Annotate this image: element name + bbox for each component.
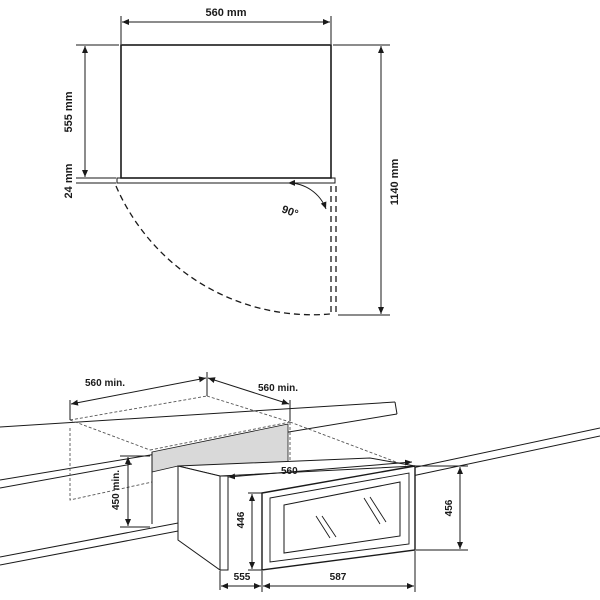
front-panel-inner	[269, 472, 410, 563]
niche-height-label: 450 min.	[111, 470, 122, 510]
niche-right-depth	[289, 421, 413, 469]
front-height-label: 456	[444, 499, 455, 516]
body-width-label: 560	[281, 466, 298, 477]
niche-depth-dim-line	[207, 377, 290, 405]
niche-top-back	[69, 395, 208, 421]
front-glass	[283, 481, 401, 554]
niche-outline-back	[69, 428, 153, 501]
niche-front-top	[149, 421, 291, 451]
appliance-body-top	[120, 44, 332, 179]
niche-depth-label: 560 min.	[258, 383, 298, 394]
glass-reflection-2	[321, 515, 337, 538]
body-height-label: 446	[236, 511, 247, 528]
glass-reflection-4	[369, 496, 387, 523]
worktop-right-edge	[394, 401, 398, 415]
appliance-side-face	[177, 465, 221, 571]
total-label: 1140 mm	[389, 159, 401, 206]
body-depth-label: 555	[234, 572, 251, 583]
niche-top-right	[206, 395, 291, 423]
body-width-dim-line	[227, 459, 413, 480]
front-width-label: 587	[330, 572, 347, 583]
top-view: 90° 560 mm 555 mm 24 mm 1140 mm	[63, 7, 401, 316]
door-strip-top	[116, 177, 336, 184]
worktop-front-edge-2	[0, 463, 133, 489]
glass-reflection-1	[315, 515, 331, 539]
niche-top-left	[69, 419, 151, 451]
glass-reflection-3	[363, 497, 381, 525]
counter-right-bottom	[411, 435, 600, 477]
angle-arc	[287, 179, 327, 210]
door-swing-arc	[115, 185, 331, 316]
niche-width-dim-line	[70, 376, 207, 406]
depth-label: 555 mm	[63, 91, 75, 132]
front-label: 24 mm	[63, 163, 75, 198]
appliance-left-edge	[219, 475, 229, 571]
install-view: 560 min. 560 min. 450 min. 560 446	[0, 372, 600, 592]
niche-width-label: 560 min.	[85, 378, 125, 389]
angle-label: 90°	[280, 204, 300, 221]
width-label: 560 mm	[206, 7, 247, 19]
worktop-top-edge	[0, 401, 396, 428]
counter-right-top	[411, 427, 600, 469]
